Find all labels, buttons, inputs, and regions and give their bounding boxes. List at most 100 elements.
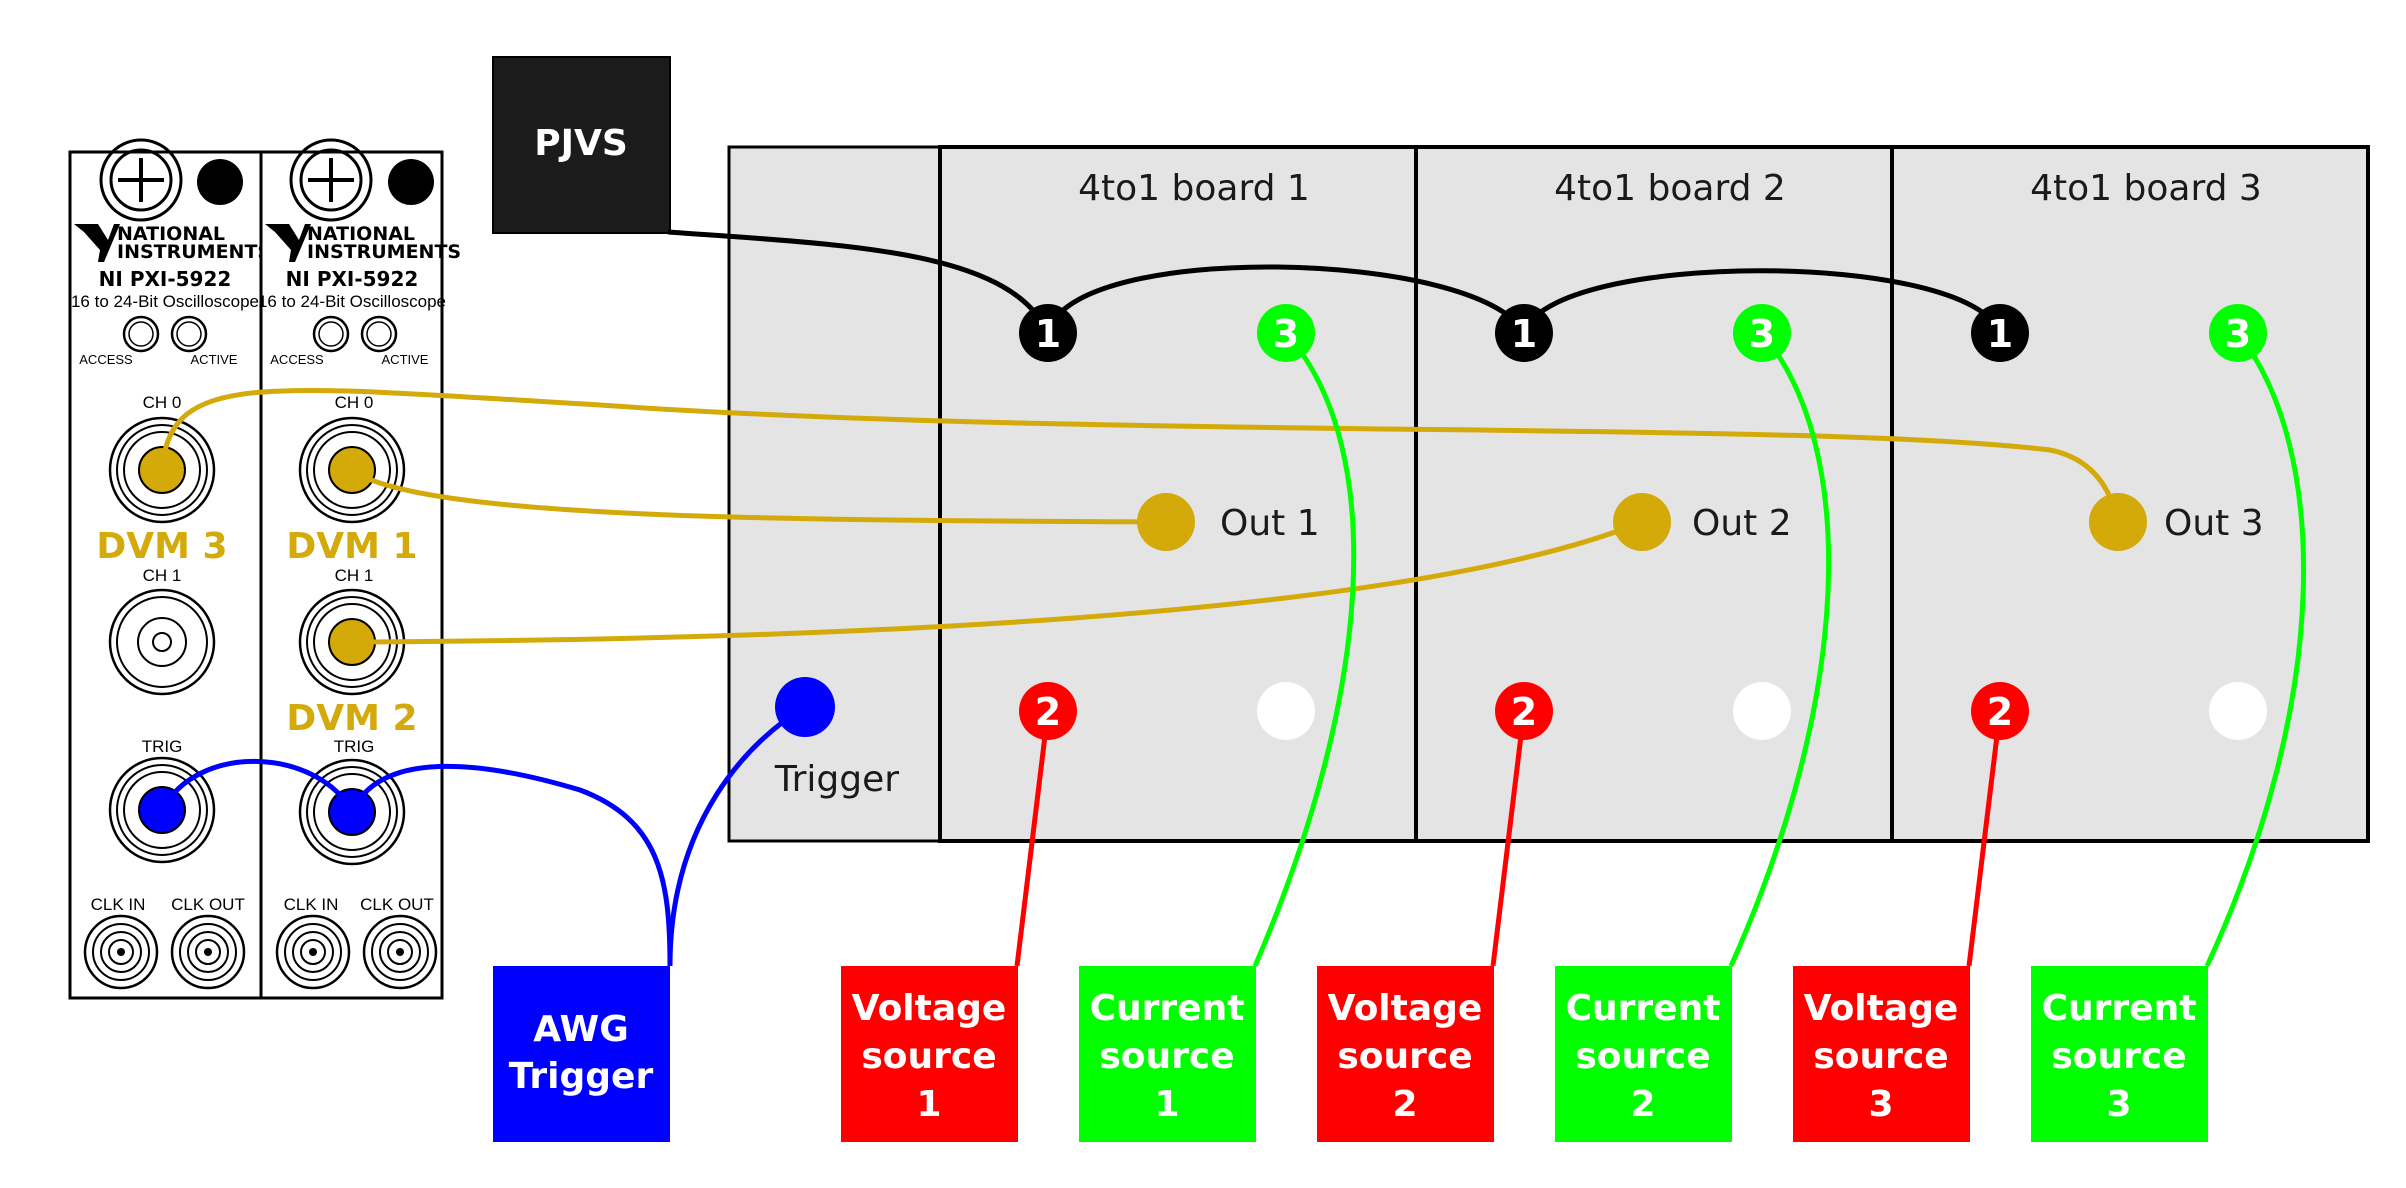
board-2-out[interactable]: [1613, 493, 1671, 551]
ch1-connector[interactable]: [108, 588, 216, 696]
clk-out-label: CLK OUT: [360, 895, 434, 914]
board-title: 4to1 board 2: [1554, 168, 1786, 209]
source-number: 3: [2106, 1084, 2131, 1125]
board-3-pin-4[interactable]: [2209, 682, 2267, 740]
source-label: source: [1813, 1036, 1948, 1077]
model-label: NI PXI-5922: [99, 267, 232, 291]
wire-voltage-source-2: [1490, 710, 1527, 967]
source-number: 2: [1392, 1084, 1417, 1125]
wire-dvm2-to-out2: [351, 519, 1643, 645]
wire-voltage-source-3: [1966, 710, 2003, 967]
pin-label: 2: [1035, 690, 1061, 734]
board-title: 4to1 board 3: [2030, 168, 2262, 209]
ch0-connector[interactable]: [108, 416, 216, 524]
source-label: source: [2051, 1036, 2186, 1077]
access-label: ACCESS: [270, 352, 324, 367]
pin-label: 1: [1035, 312, 1061, 356]
out-label: Out 2: [1692, 503, 1792, 544]
instrument-module-1: NATIONAL INSTRUMENTS NI PXI-5922 16 to 2…: [68, 138, 271, 1000]
wire-current-source-3: [2204, 331, 2306, 968]
voltage-source-3: Voltage source 3: [1793, 966, 1970, 1142]
access-led: [122, 315, 160, 353]
pjvs-box: PJVS: [492, 56, 671, 234]
source-label: source: [1099, 1036, 1234, 1077]
voltage-source-2: Voltage source 2: [1317, 966, 1494, 1142]
clk-in-connector[interactable]: [275, 914, 351, 990]
ch0-label: CH 0: [143, 393, 182, 412]
active-label: ACTIVE: [191, 352, 238, 367]
source-label: Current: [1090, 988, 1245, 1029]
trig-label: TRIG: [142, 737, 183, 756]
access-label: ACCESS: [79, 352, 133, 367]
source-label: Voltage: [1328, 988, 1483, 1029]
board-3-out[interactable]: [2089, 493, 2147, 551]
source-label: Voltage: [852, 988, 1007, 1029]
source-number: 3: [1868, 1084, 1893, 1125]
indicator-dot: [197, 159, 243, 205]
board-3-pin-1[interactable]: [1971, 304, 2029, 362]
pin-label: 3: [1273, 312, 1299, 356]
board-1-pin-3[interactable]: [1257, 304, 1315, 362]
clk-out-connector[interactable]: [170, 914, 246, 990]
model-description: 16 to 24-Bit Oscilloscope: [71, 292, 259, 311]
pin-label: 1: [1511, 312, 1537, 356]
out-label: Out 1: [1220, 503, 1320, 544]
board-1-out[interactable]: [1137, 493, 1195, 551]
wire-board-2-to-board-3: [1521, 268, 2003, 334]
clk-in-connector[interactable]: [83, 914, 159, 990]
brand-line-1: NATIONAL: [117, 223, 225, 245]
screw-icon: [99, 138, 183, 222]
access-led: [312, 315, 350, 353]
wire-dvm3-to-out3: [159, 387, 2121, 523]
clk-out-connector[interactable]: [362, 914, 438, 990]
board-2-pin-4[interactable]: [1733, 682, 1791, 740]
trig-connector[interactable]: [298, 758, 406, 866]
brand-line-1: NATIONAL: [307, 223, 415, 245]
wire-current-source-1: [1252, 331, 1357, 967]
clk-out-label: CLK OUT: [171, 895, 245, 914]
instrument-module-2: NATIONAL INSTRUMENTS NI PXI-5922 16 to 2…: [258, 138, 461, 1000]
model-label: NI PXI-5922: [286, 267, 419, 291]
wire-current-source-2: [1728, 331, 1832, 968]
trig-label: TRIG: [334, 737, 375, 756]
current-source-2: Current source 2: [1555, 966, 1732, 1142]
board-1-pin-2[interactable]: [1019, 682, 1077, 740]
active-led: [360, 315, 398, 353]
out-label: Out 3: [2164, 503, 2264, 544]
dvm-label: DVM 1: [286, 526, 417, 567]
current-source-1: Current source 1: [1079, 966, 1256, 1142]
voltage-source-1: Voltage source 1: [841, 966, 1018, 1142]
board-1-pin-1[interactable]: [1019, 304, 1077, 362]
pjvs-label: PJVS: [534, 123, 628, 164]
board-3-pin-3[interactable]: [2209, 304, 2267, 362]
source-number: 2: [1630, 1084, 1655, 1125]
pin-label: 3: [2225, 312, 2251, 356]
brand-line-2: INSTRUMENTS: [117, 241, 271, 263]
board-title: 4to1 board 1: [1078, 168, 1310, 209]
ch0-label: CH 0: [335, 393, 374, 412]
trig-connector[interactable]: [108, 756, 216, 864]
active-led: [170, 315, 208, 353]
dvm-label: DVM 2: [286, 698, 417, 739]
trigger-label: Trigger: [774, 759, 899, 800]
board-2-pin-3[interactable]: [1733, 304, 1791, 362]
board-1: [938, 145, 1418, 843]
board-1-pin-4[interactable]: [1257, 682, 1315, 740]
pin-label: 3: [1749, 312, 1775, 356]
board-2-pin-1[interactable]: [1495, 304, 1553, 362]
source-label: Voltage: [1804, 988, 1959, 1029]
trigger-panel: [727, 145, 942, 843]
ni-logo-icon: [74, 224, 120, 262]
trigger-terminal[interactable]: [775, 677, 835, 737]
brand-line-2: INSTRUMENTS: [307, 241, 461, 263]
ch0-connector[interactable]: [298, 416, 406, 524]
wire-pjvs-to-board-1: [667, 229, 1051, 335]
board-3-pin-2[interactable]: [1971, 682, 2029, 740]
board-2: [1414, 145, 1894, 843]
wire-board-1-to-board-2: [1045, 264, 1527, 335]
source-number: 1: [1154, 1084, 1179, 1125]
pin-label: 2: [1987, 690, 2013, 734]
ni-logo-icon: [265, 224, 311, 262]
board-2-pin-2[interactable]: [1495, 682, 1553, 740]
pin-label: 1: [1987, 312, 2013, 356]
